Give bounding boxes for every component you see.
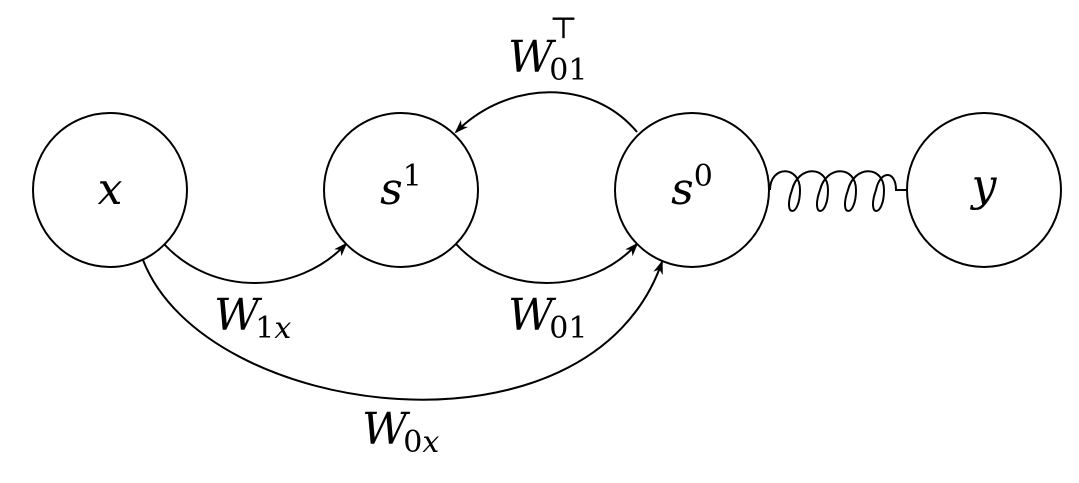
edge-s0-to-s1 [454, 91, 638, 134]
node-y-label: y [970, 160, 998, 211]
node-s1-label: s [380, 164, 403, 215]
node-s0-superscript: 0 [694, 159, 713, 194]
node-s1-superscript: 1 [403, 159, 422, 194]
svg-text:s0: s0 [671, 159, 713, 215]
node-x-label: x [98, 164, 123, 215]
edge-s1-to-s0 [455, 242, 639, 284]
edge-x-to-s0 [142, 259, 663, 401]
node-y: y [906, 112, 1062, 268]
node-x: x [32, 112, 188, 268]
edge-label-w1x: W1x [214, 290, 291, 346]
node-s1: s1 [323, 112, 479, 268]
node-s0-label: s [671, 164, 694, 215]
edge-label-w0x: W0x [362, 404, 439, 460]
edge-label-w01-transpose: W01⊤ [508, 11, 587, 88]
edge-label-w01: W01 [508, 290, 587, 346]
svg-text:s1: s1 [380, 159, 422, 215]
spring-connector [769, 170, 906, 212]
node-s0: s0 [614, 112, 770, 268]
edge-x-to-s1 [163, 242, 348, 284]
